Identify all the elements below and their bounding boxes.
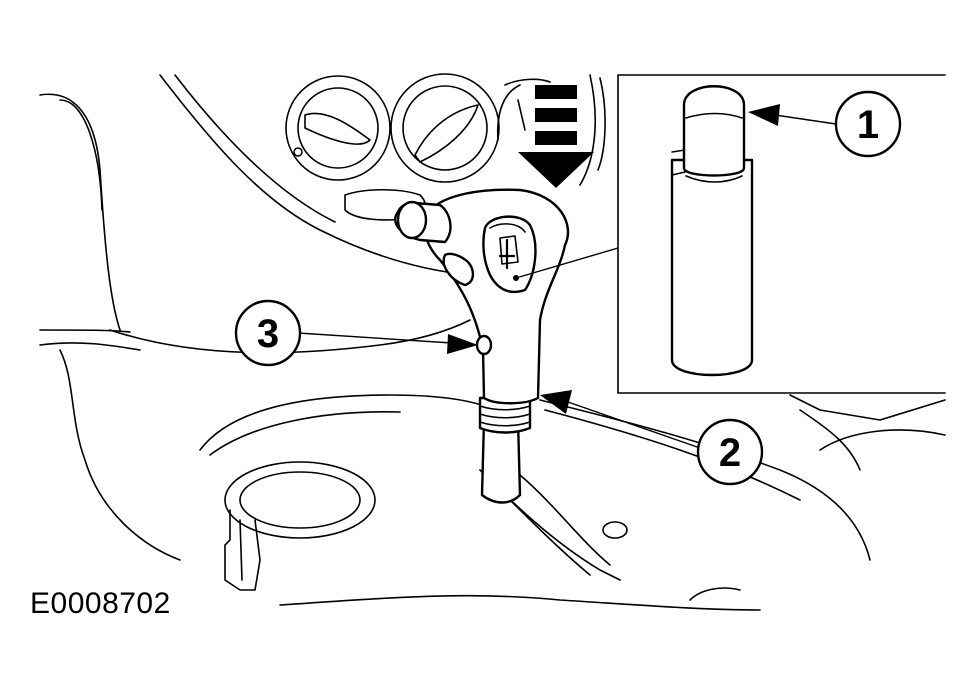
callout-1-label: 1 [857,103,879,147]
callout-1: 1 [748,90,902,158]
dial-center [390,73,500,183]
callout-2-label: 2 [719,431,741,475]
release-button-leader [515,247,619,279]
figure-id-label: E0008702 [30,587,171,620]
callout-3-label: 3 [257,312,279,356]
center-console [199,394,946,611]
knob-retaining-clip [475,334,493,356]
dial-right [496,78,551,141]
dial-left [285,75,391,181]
callout-3: 3 [234,299,478,367]
gear-lever-shaft [480,418,522,504]
dashboard-outline [39,74,606,561]
knob-release-button [482,215,537,294]
detail-inset-frame [617,74,946,394]
downward-press-arrow-icon [518,85,594,188]
shift-knob-collar [478,396,532,434]
cup-holder [224,461,376,591]
shift-knob [394,188,570,405]
callout-2: 2 [540,390,764,486]
selector-button [670,85,754,377]
